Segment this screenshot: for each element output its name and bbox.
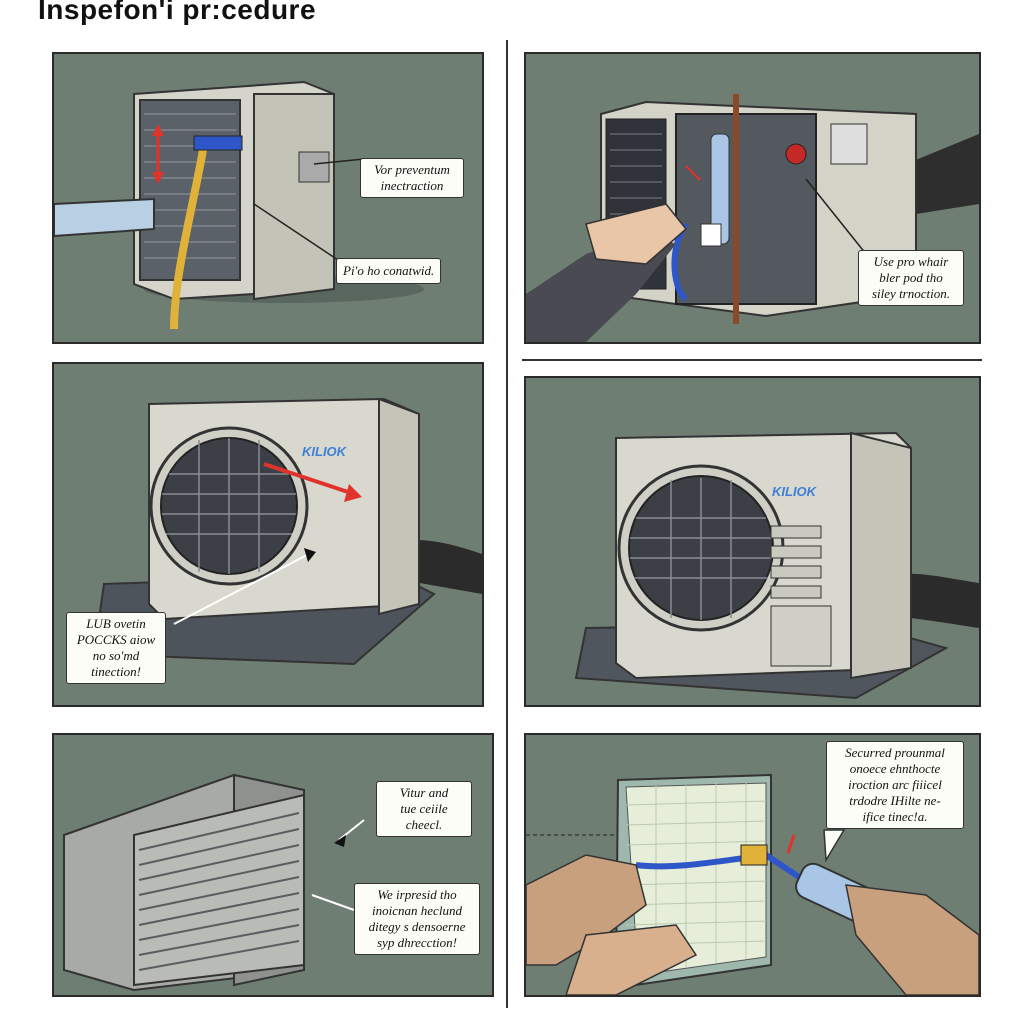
panel-5-illustration	[63, 773, 365, 992]
page-title: Inspefon'i pr:cedure	[38, 0, 317, 25]
callout-line: inectraction	[380, 178, 444, 193]
callout-line: onoece ehnthocte	[849, 761, 941, 776]
callout-line: no so'md	[92, 648, 140, 663]
panel-6-callout-1: Securred prounmal onoece ehnthocte iroct…	[826, 741, 964, 829]
callout-line: We irpresid tho	[377, 887, 457, 902]
callout-line: inoicnan heclund	[372, 903, 462, 918]
callout-line: Vitur and	[399, 785, 449, 800]
callout-line: ditegy s densoerne	[368, 919, 466, 934]
callout-line: trdodre IHilte ne-	[849, 793, 941, 808]
callout-line: Pi'o ho conatwid.	[343, 263, 435, 278]
callout-line: tue ceiile	[400, 801, 448, 816]
callout-line: iroction arc fiiicel	[848, 777, 942, 792]
panel-4-brand-label: KILIOK	[766, 480, 822, 504]
panel-5: Vitur and tue ceiile cheecl. We irpresid…	[52, 733, 494, 997]
callout-line: cheecl.	[405, 817, 443, 832]
panel-1: Vor preventum inectraction Pi'o ho conat…	[52, 52, 484, 344]
callout-line: Use pro whair	[873, 254, 949, 269]
callout-line: LUB ovetin	[86, 616, 146, 631]
panel-4: KILIOK	[524, 376, 981, 707]
panel-2: Use pro whair bler pod tho siley trnocti…	[524, 52, 981, 344]
panel-4-illustration	[574, 431, 979, 700]
callout-line: tinection!	[91, 664, 141, 679]
panel-3: KILIOK LUB ovetin POCCKS aiow no so'md t…	[52, 362, 484, 707]
panel-6: Securred prounmal onoece ehnthocte iroct…	[524, 733, 981, 997]
panel-5-callout-2: We irpresid tho inoicnan heclund ditegy …	[354, 883, 480, 955]
panel-6-illustration	[526, 773, 979, 995]
panel-2-callout-1: Use pro whair bler pod tho siley trnocti…	[858, 250, 964, 306]
callout-line: syp dhrecction!	[376, 935, 458, 950]
callout-line: ifice tinec!a.	[862, 809, 928, 824]
panel-1-illustration	[54, 80, 424, 330]
panel-3-illustration	[92, 397, 482, 666]
callout-line: POCCKS aiow	[76, 632, 156, 647]
vertical-divider	[506, 40, 508, 1008]
callout-line: Vor preventum	[374, 162, 450, 177]
panel-3-callout-1: LUB ovetin POCCKS aiow no so'md tinectio…	[66, 612, 166, 684]
callout-line: siley trnoction.	[872, 286, 950, 301]
callout-line: bler pod tho	[879, 270, 943, 285]
panel-1-callout-1: Vor preventum inectraction	[360, 158, 464, 198]
callout-line: Securred prounmal	[845, 745, 945, 760]
brand-label: KILIOK	[772, 484, 817, 499]
panel-1-callout-2: Pi'o ho conatwid.	[336, 258, 442, 284]
brand-label: KILIOK	[302, 444, 347, 459]
panel-5-callout-1: Vitur and tue ceiile cheecl.	[376, 781, 472, 837]
horizontal-divider	[522, 359, 982, 361]
panel-3-brand-label: KILIOK	[296, 440, 352, 464]
